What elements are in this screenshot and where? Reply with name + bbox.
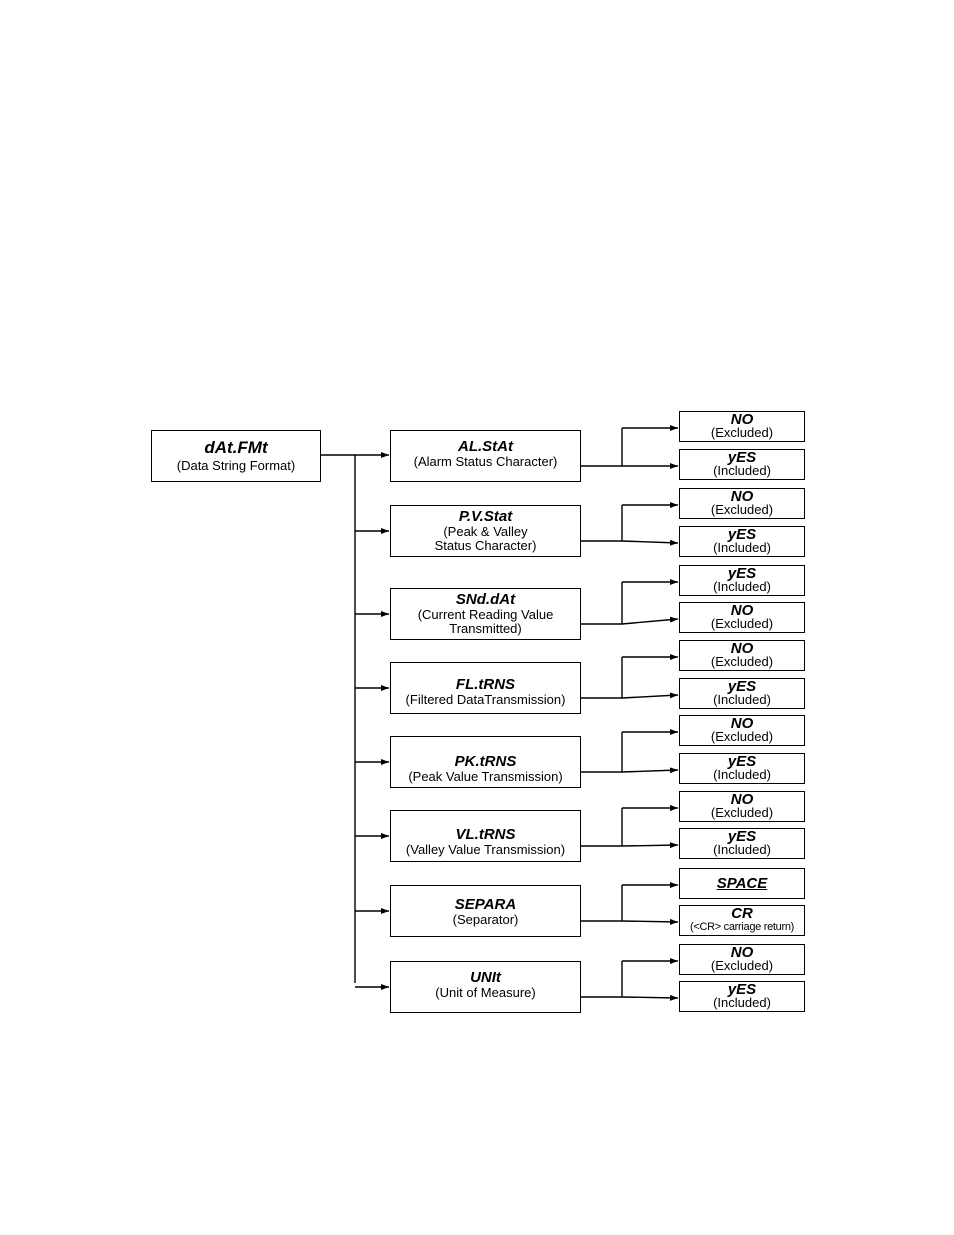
option-title: yES: [727, 678, 757, 695]
option-title: NO: [730, 640, 754, 657]
option-subtitle: (<CR> carriage return): [689, 921, 795, 933]
param-subtitle: (Peak & Valley Status Character): [434, 524, 537, 553]
option-arrow: [621, 918, 679, 925]
param-title: PK.tRNS: [454, 753, 517, 770]
option-subtitle: (Included): [713, 842, 771, 857]
option-title: NO: [730, 715, 754, 732]
option-box-snd-dat-no: NO(Excluded): [679, 602, 805, 633]
option-box-al-stat-yes: yES(Included): [679, 449, 805, 480]
option-title: NO: [730, 602, 754, 619]
param-title: FL.tRNS: [455, 676, 516, 693]
param-box-al-stat: AL.StAt(Alarm Status Character): [390, 430, 581, 482]
param-box-p-v-stat: P.V.Stat(Peak & Valley Status Character): [390, 505, 581, 557]
param-title: UNIt: [470, 969, 501, 986]
option-title: yES: [727, 526, 757, 543]
option-box-snd-dat-yes: yES(Included): [679, 565, 805, 596]
param-box-fl-trns: FL.tRNS(Filtered DataTransmission): [390, 662, 581, 714]
param-title: SEPARA: [454, 896, 517, 913]
option-title: yES: [727, 565, 757, 582]
option-box-p-v-stat-no: NO(Excluded): [679, 488, 805, 519]
option-box-al-stat-no: NO(Excluded): [679, 411, 805, 442]
option-arrow: [621, 539, 679, 546]
option-title: NO: [730, 944, 754, 961]
root-box-dat-fmt: dAt.FMt (Data String Format): [151, 430, 321, 482]
option-box-fl-trns-no: NO(Excluded): [679, 640, 805, 671]
param-box-unit: UNIt(Unit of Measure): [390, 961, 581, 1013]
param-subtitle: (Valley Value Transmission): [405, 842, 566, 857]
option-title: NO: [730, 488, 754, 505]
option-subtitle: (Excluded): [710, 502, 774, 517]
param-box-vl-trns: VL.tRNS(Valley Value Transmission): [390, 810, 581, 862]
option-box-separa-space: SPACE: [679, 868, 805, 899]
option-box-pk-trns-yes: yES(Included): [679, 753, 805, 784]
param-subtitle: (Current Reading Value Transmitted): [417, 607, 554, 636]
option-box-unit-no: NO(Excluded): [679, 944, 805, 975]
option-title: NO: [730, 791, 754, 808]
option-box-vl-trns-no: NO(Excluded): [679, 791, 805, 822]
option-subtitle: (Excluded): [710, 729, 774, 744]
option-box-separa-cr: CR(<CR> carriage return): [679, 905, 805, 936]
param-subtitle: (Separator): [452, 912, 519, 927]
option-box-unit-yes: yES(Included): [679, 981, 805, 1012]
option-subtitle: (Excluded): [710, 425, 774, 440]
option-title: SPACE: [716, 875, 768, 892]
option-title: CR: [731, 905, 753, 922]
option-arrow: [621, 842, 679, 849]
param-title: VL.tRNS: [455, 826, 516, 843]
option-subtitle: (Included): [713, 540, 771, 555]
param-subtitle: (Peak Value Transmission): [408, 769, 563, 784]
option-title: yES: [727, 449, 757, 466]
option-arrow: [621, 994, 679, 1001]
option-subtitle: (Excluded): [710, 958, 774, 973]
option-box-fl-trns-yes: yES(Included): [679, 678, 805, 709]
root-title: dAt.FMt: [204, 438, 268, 457]
root-subtitle: (Data String Format): [176, 458, 296, 473]
param-box-snd-dat: SNd.dAt(Current Reading Value Transmitte…: [390, 588, 581, 640]
option-title: yES: [727, 828, 757, 845]
option-subtitle: (Included): [713, 692, 771, 707]
param-subtitle: (Filtered DataTransmission): [405, 692, 566, 707]
option-subtitle: (Excluded): [710, 654, 774, 669]
option-subtitle: (Excluded): [710, 805, 774, 820]
option-box-p-v-stat-yes: yES(Included): [679, 526, 805, 557]
option-title: yES: [727, 981, 757, 998]
option-arrow: [621, 767, 679, 774]
param-title: AL.StAt: [458, 438, 513, 455]
option-arrow: [621, 616, 679, 625]
param-title: SNd.dAt: [455, 591, 516, 608]
param-box-separa: SEPARA(Separator): [390, 885, 581, 937]
option-subtitle: (Included): [713, 767, 771, 782]
option-box-vl-trns-yes: yES(Included): [679, 828, 805, 859]
param-box-pk-trns: PK.tRNS(Peak Value Transmission): [390, 736, 581, 788]
option-box-pk-trns-no: NO(Excluded): [679, 715, 805, 746]
option-subtitle: (Included): [713, 995, 771, 1010]
option-arrow: [621, 692, 679, 699]
param-subtitle: (Unit of Measure): [435, 985, 536, 1000]
option-title: NO: [730, 411, 754, 428]
param-title: P.V.Stat: [458, 508, 513, 525]
param-subtitle: (Alarm Status Character): [413, 454, 558, 469]
option-subtitle: (Included): [713, 579, 771, 594]
option-subtitle: (Excluded): [710, 616, 774, 631]
option-subtitle: (Included): [713, 463, 771, 478]
option-title: yES: [727, 753, 757, 770]
